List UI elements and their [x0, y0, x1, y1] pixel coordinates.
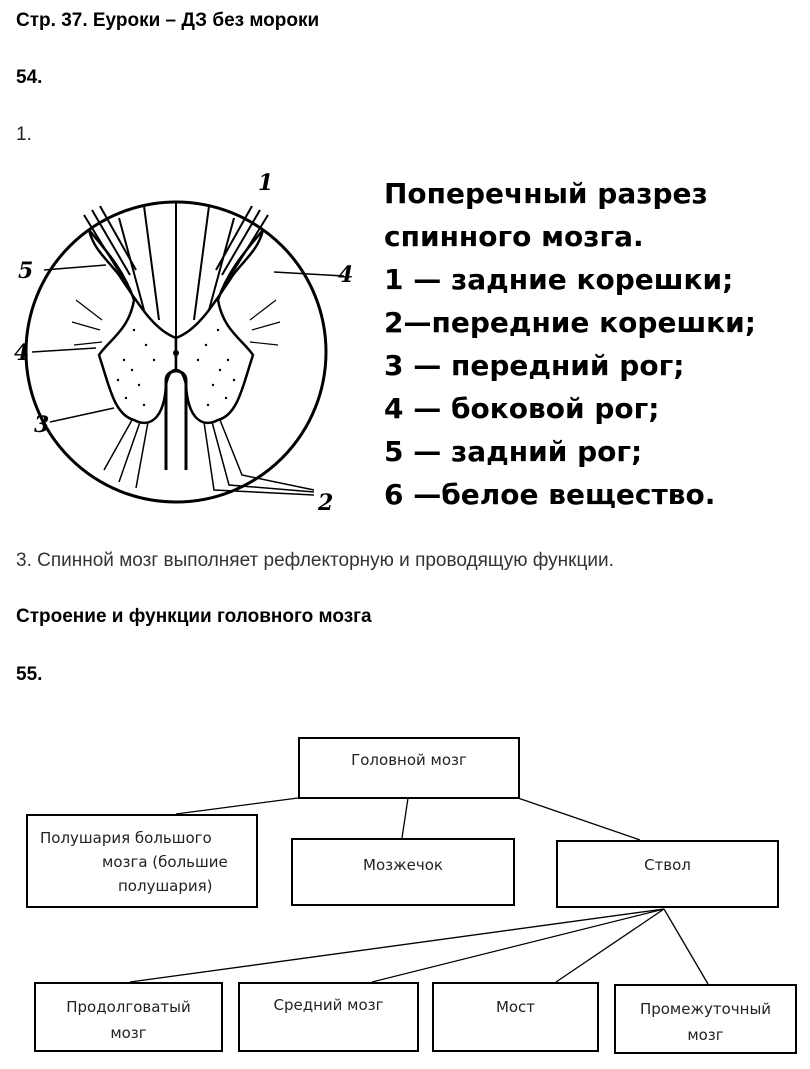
legend-item: 3 — передний рог; — [384, 349, 685, 382]
brain-structure-tree: Головной мозг Полушария большого мозга (… — [0, 730, 810, 1069]
diagram-label-2: 2 — [317, 490, 333, 516]
legend-title-line1: Поперечный разрез — [384, 177, 708, 210]
diagram-label-3: 3 — [34, 412, 49, 438]
diagram-label-4: 4 — [14, 340, 29, 366]
node-midbrain: Средний мозг — [238, 982, 419, 1052]
diagram-label-4-right: 4 — [338, 262, 353, 288]
legend-item: 2—передние корешки; — [384, 306, 756, 339]
node-brain: Головной мозг — [298, 737, 520, 799]
section-title: Строение и функции головного мозга — [16, 606, 372, 627]
node-hemispheres-line2: мозга (большие — [102, 853, 228, 871]
node-medulla-line1: Продолговатый — [66, 998, 191, 1016]
spinal-cord-legend: Поперечный разрез спинного мозга. 1 — за… — [384, 172, 756, 516]
task54-item3-text: 3. Спинной мозг выполняет рефлекторную и… — [16, 550, 614, 571]
legend-title-line2: спинного мозга. — [384, 220, 644, 253]
node-stem-label: Ствол — [644, 856, 691, 874]
node-diencephalon: Промежуточный мозг — [614, 984, 797, 1054]
legend-item: 6 —белое вещество. — [384, 478, 716, 511]
node-cerebellum: Мозжечок — [291, 838, 515, 906]
node-midbrain-label: Средний мозг — [273, 996, 384, 1014]
node-medulla-line2: мозг — [110, 1024, 147, 1042]
node-hemispheres-line3: полушария) — [118, 877, 213, 895]
legend-item: 1 — задние корешки; — [384, 263, 734, 296]
node-diencephalon-line2: мозг — [687, 1026, 724, 1044]
spinal-cord-diagram: 1 2 3 4 5 4 — [14, 170, 353, 516]
task54-item1-label: 1. — [16, 124, 32, 145]
node-pons-label: Мост — [495, 998, 536, 1016]
legend-item: 4 — боковой рог; — [384, 392, 660, 425]
node-pons: Мост — [432, 982, 599, 1052]
node-hemispheres-line1: Полушария большого — [40, 829, 212, 847]
node-diencephalon-line1: Промежуточный — [639, 1000, 772, 1018]
node-brain-label: Головной мозг — [351, 751, 467, 769]
node-cerebellum-label: Мозжечок — [363, 856, 443, 874]
node-stem: Ствол — [556, 840, 779, 908]
tree-connector-lines — [129, 797, 709, 985]
node-medulla: Продолговатый мозг — [34, 982, 223, 1052]
page-header: Стр. 37. Еуроки – ДЗ без мороки — [16, 10, 320, 31]
legend-item: 5 — задний рог; — [384, 435, 643, 468]
task-number-55: 55. — [16, 664, 43, 685]
diagram-label-1: 1 — [258, 170, 273, 196]
node-hemispheres: Полушария большого мозга (большие полуша… — [26, 814, 258, 908]
diagram-label-5: 5 — [18, 258, 33, 284]
task-number-54: 54. — [16, 67, 43, 88]
